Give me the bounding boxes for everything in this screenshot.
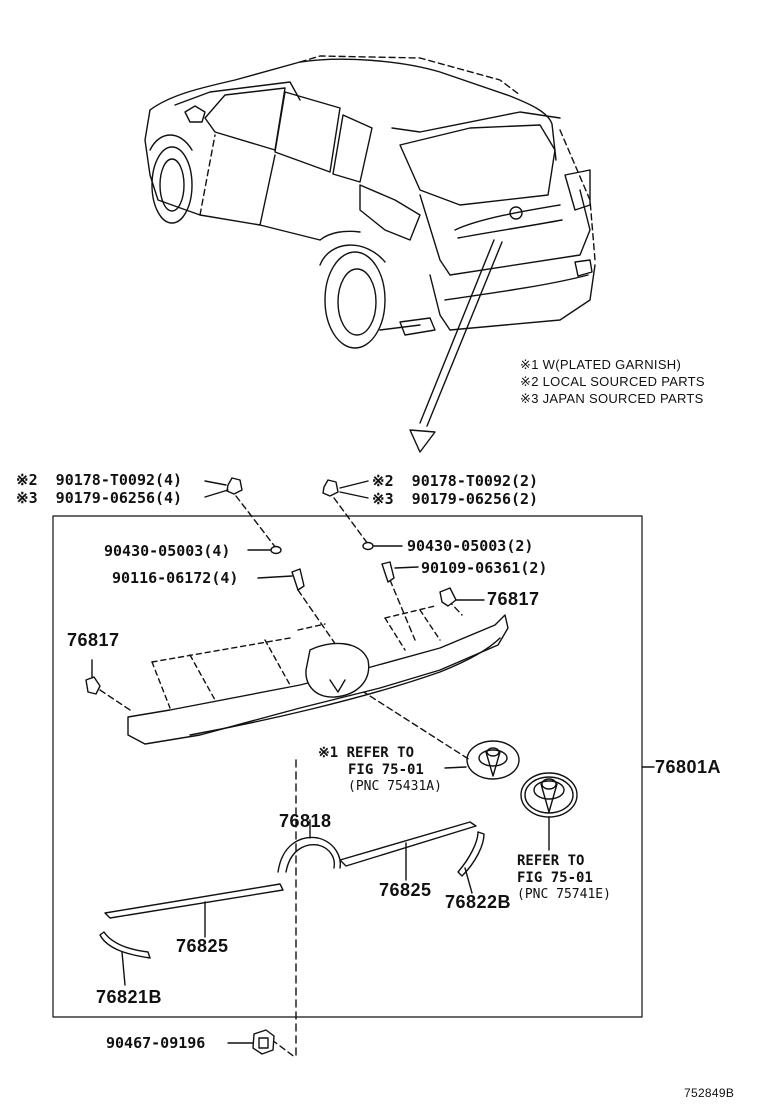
- car-illustration: [144, 55, 596, 349]
- moldings: [99, 821, 485, 986]
- ref1-line2: FIG 75-01: [348, 762, 424, 778]
- center-molding: [277, 819, 341, 873]
- label-left-clip-japan: ※3 90179-06256(4): [16, 489, 183, 507]
- clip-fasteners: [204, 477, 369, 499]
- toyota-emblem-2: [520, 772, 578, 851]
- label-end-piece-right: 76822B: [445, 892, 512, 912]
- leader-arrow: [409, 239, 503, 453]
- label-left-screw: 90116-06172(4): [112, 569, 239, 587]
- label-right-clip-japan: ※3 90179-06256(2): [372, 490, 539, 508]
- figure-id: 752849B: [684, 1086, 735, 1100]
- label-center-molding: 76818: [279, 811, 332, 831]
- label-clip-right: 76817: [487, 589, 540, 609]
- ref2-line3: (PNC 75741E): [517, 887, 611, 902]
- rear-garnish: [127, 605, 509, 745]
- note-plated-garnish: ※1 W(PLATED GARNISH): [520, 357, 682, 372]
- label-right-clip-local: ※2 90178-T0092(2): [372, 472, 539, 490]
- ref2-line2: FIG 75-01: [517, 870, 593, 886]
- note-japan-sourced: ※3 JAPAN SOURCED PARTS: [520, 391, 704, 406]
- note-local-sourced: ※2 LOCAL SOURCED PARTS: [520, 374, 705, 389]
- ref1-line3: (PNC 75431A): [348, 779, 442, 794]
- label-molding-left: 76825: [176, 936, 229, 956]
- label-left-clip-local: ※2 90178-T0092(4): [16, 471, 183, 489]
- bottom-clip: [227, 1029, 275, 1055]
- label-right-washer: 90430-05003(2): [407, 537, 534, 555]
- label-end-piece-left: 76821B: [96, 987, 163, 1007]
- label-bottom-clip: 90467-09196: [106, 1034, 206, 1052]
- label-clip-left: 76817: [67, 630, 120, 650]
- ref2-line1: REFER TO: [517, 853, 585, 869]
- toyota-emblem-1: [444, 740, 520, 780]
- label-left-washer: 90430-05003(4): [104, 542, 231, 560]
- ref1-line1: ※1 REFER TO: [318, 745, 415, 761]
- label-right-screw: 90109-06361(2): [421, 559, 548, 577]
- label-molding-right: 76825: [379, 880, 432, 900]
- label-assembly: 76801A: [655, 757, 722, 777]
